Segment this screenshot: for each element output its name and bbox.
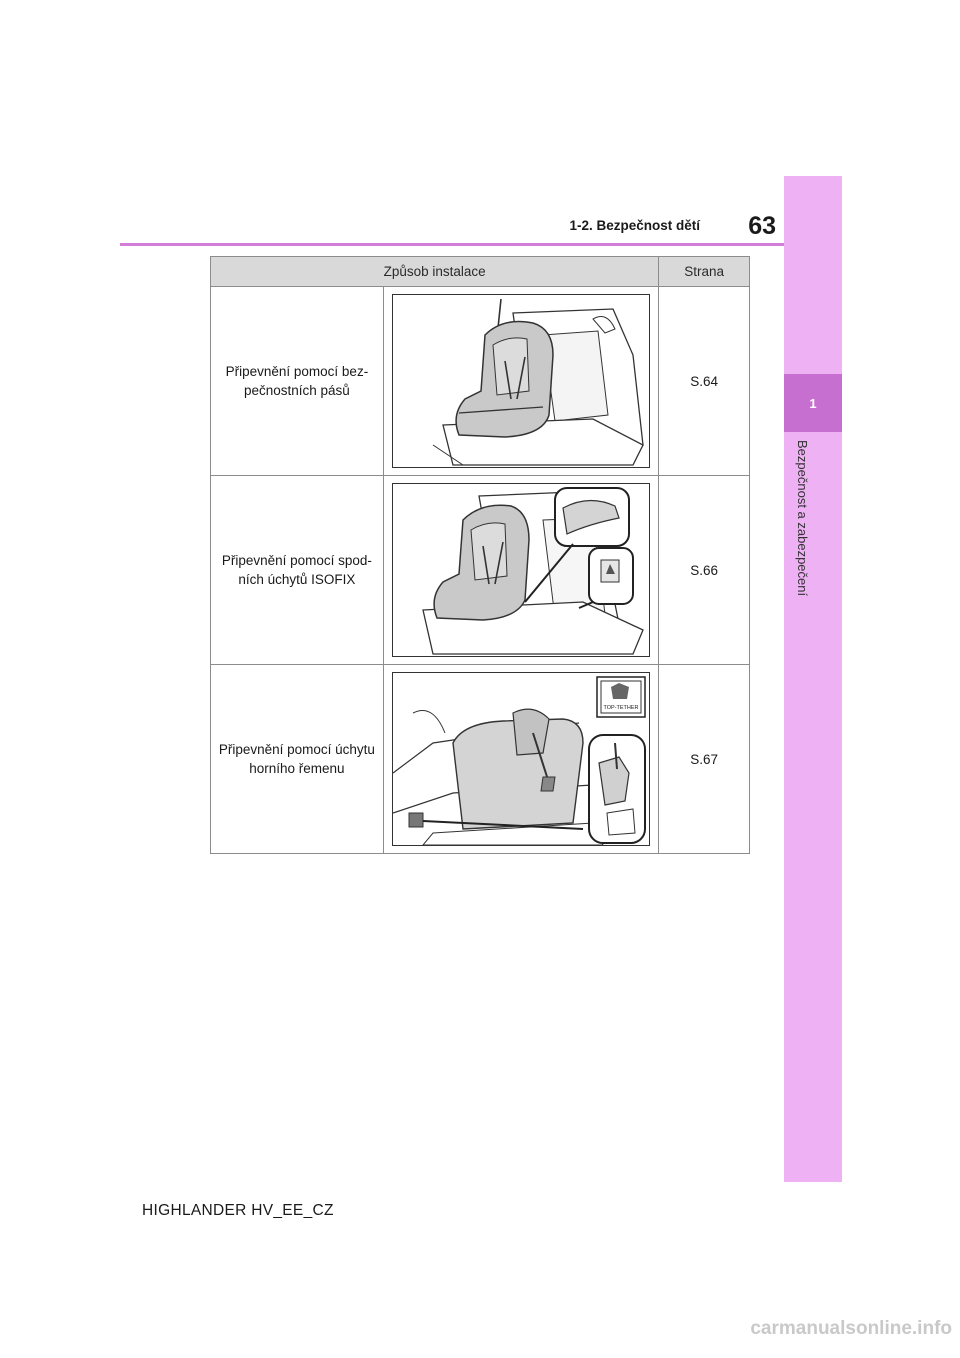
page-reference: S.67 [658, 664, 750, 854]
table-row: Připevnění pomocí úchytu horního řemenu [210, 664, 750, 854]
column-header-page: Strana [658, 256, 750, 287]
method-text: Připevnění pomocí bez-pečnostních pásů [210, 286, 384, 476]
chapter-number: 1 [784, 374, 842, 432]
seatbelt-child-seat-illustration [392, 294, 651, 468]
method-text: Připevnění pomocí spod-ních úchytů ISOFI… [210, 475, 384, 665]
column-header-method: Způsob instalace [209, 256, 660, 287]
illustration-cell [382, 475, 660, 665]
table-header-row: Způsob instalace Strana [209, 256, 750, 287]
watermark: carmanualsonline.info [750, 1318, 952, 1339]
top-tether-label: TOP-TETHER [604, 705, 639, 711]
top-tether-illustration: TOP-TETHER [392, 672, 651, 846]
page-number: 63 [748, 212, 776, 240]
method-text: Připevnění pomocí úchytu horního řemenu [210, 664, 384, 854]
chapter-title: Bezpečnost a zabezpečení [795, 440, 810, 597]
section-title: 1-2. Bezpečnost dětí [569, 218, 700, 233]
illustration-cell [382, 286, 660, 476]
header-rule [120, 243, 784, 246]
page-reference: S.66 [658, 475, 750, 665]
page-reference: S.64 [658, 286, 750, 476]
installation-table: Způsob instalace Strana Připevnění pomoc… [209, 256, 750, 854]
isofix-child-seat-illustration [392, 483, 651, 657]
illustration-cell: TOP-TETHER [382, 664, 660, 854]
footer-model: HIGHLANDER HV_EE_CZ [142, 1202, 334, 1219]
side-tab [784, 176, 842, 1182]
table-row: Připevnění pomocí spod-ních úchytů ISOFI… [210, 475, 750, 665]
table-row: Připevnění pomocí bez-pečnostních pásů [210, 286, 750, 476]
